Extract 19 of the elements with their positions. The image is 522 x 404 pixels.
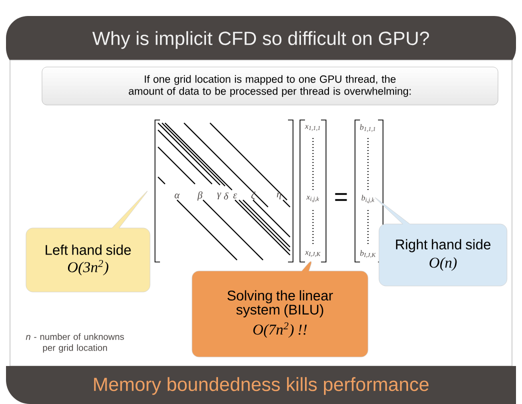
info-box: If one grid location is mapped to one GPU thread, the amount of data to be processed per thread is overwhelming: <box>42 66 498 106</box>
speech-bubble: Left hand side O(3n$^{2}$) <box>26 190 150 292</box>
matrix-entry: γ <box>217 192 222 200</box>
vector-entry: b$_{I,J,K}$ <box>360 250 376 258</box>
equals-sign: = <box>335 193 347 201</box>
note: n - number of unknowns per grid location <box>26 333 124 353</box>
matrix-entry: ζ <box>251 192 256 200</box>
vector-entry: x$_{1,1,1}$ <box>304 125 320 131</box>
vector-entry: b$_{1,1,1}$ <box>360 124 376 132</box>
vector-entry: b$_{i,j,k}$ <box>362 194 374 204</box>
matrix-entry: α <box>174 194 180 198</box>
matrix-entry: η <box>276 192 282 200</box>
title: Why is implicit CFD so difficult on GPU? <box>92 31 429 49</box>
speech-bubble: Right hand side O(n) <box>374 197 508 286</box>
matrix-entry: β <box>197 191 202 201</box>
matrix-entry: ε <box>233 194 237 198</box>
matrix-entry: δ <box>224 192 228 200</box>
caption: Memory boundedness kills performance <box>94 377 429 395</box>
vector-entry: x$_{i,j,k}$ <box>306 196 320 202</box>
